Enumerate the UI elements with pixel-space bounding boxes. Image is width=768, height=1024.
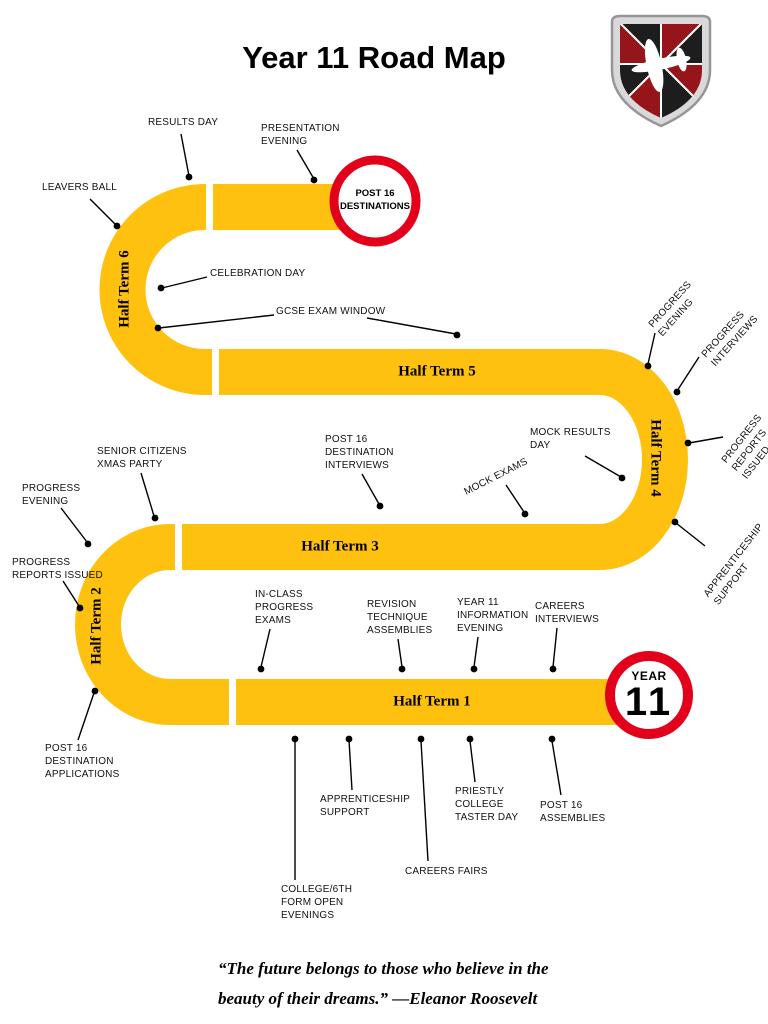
road-label-half-term-3: Half Term 3 <box>301 538 379 555</box>
leader-line <box>260 628 271 668</box>
milestone-senior-citizens-xmas-party: SENIOR CITIZENS XMAS PARTY <box>97 446 187 470</box>
road-label-half-term-4: Half Term 4 <box>647 419 664 497</box>
leader-dot <box>417 735 425 743</box>
milestone-post16-destination-interviews: POST 16 DESTINATION INTERVIEWS <box>325 434 394 471</box>
milestone-careers-interviews: CAREERS INTERVIEWS <box>535 601 600 625</box>
road-gap <box>229 678 236 726</box>
leader-line <box>348 739 353 791</box>
road-label-half-term-5: Half Term 5 <box>398 363 476 380</box>
leader-line <box>473 636 479 668</box>
leader-line <box>676 356 700 392</box>
page-title: Year 11 Road Map <box>242 40 506 75</box>
leader-line <box>158 314 275 329</box>
leader-dot <box>345 735 353 743</box>
leader-dots <box>76 173 692 743</box>
milestone-gcse-exam-window: GCSE EXAM WINDOW <box>276 306 386 317</box>
leader-dot <box>376 502 384 510</box>
leader-line <box>77 692 95 741</box>
leader-line <box>161 276 208 289</box>
leader-dot <box>521 510 529 518</box>
leader-line <box>505 484 525 513</box>
milestone-in-class-progress-exams: IN-CLASS PROGRESS EXAMS <box>255 589 314 626</box>
post16-destinations-sign-label: POST 16 DESTINATIONS <box>339 188 411 212</box>
school-crest-icon <box>610 14 712 128</box>
leader-line <box>551 740 562 796</box>
leader-line <box>89 198 117 226</box>
leader-dot <box>157 284 165 292</box>
milestone-careers-fairs: CAREERS FAIRS <box>405 866 488 877</box>
milestone-progress-reports-issued-ht2: PROGRESS REPORTS ISSUED <box>12 557 103 581</box>
year11-sign-label: YEAR 11 <box>624 669 674 724</box>
leader-dot <box>84 540 92 548</box>
milestone-year11-information-evening: YEAR 11 INFORMATION EVENING <box>457 597 529 634</box>
leader-line <box>60 507 88 543</box>
road-label-half-term-1: Half Term 1 <box>393 693 471 710</box>
leader-dot <box>470 665 478 673</box>
road-segment-gaps <box>175 183 236 726</box>
milestone-priestly-college-taster-day: PRIESTLY COLLEGE TASTER DAY <box>455 786 519 823</box>
leader-dot <box>76 604 84 612</box>
leader-dot <box>398 665 406 673</box>
milestone-post16-assemblies: POST 16 ASSEMBLIES <box>540 800 606 824</box>
leader-line <box>675 522 706 547</box>
milestone-post16-destination-applications: POST 16 DESTINATION APPLICATIONS <box>45 743 120 780</box>
leader-line <box>62 580 80 607</box>
milestone-apprenticeship-support-ht1: APPRENTICESHIP SUPPORT <box>320 794 411 818</box>
leader-line <box>647 332 656 365</box>
road-path <box>75 184 688 725</box>
leader-dot <box>91 687 99 695</box>
leader-dot <box>549 665 557 673</box>
leader-line <box>397 638 403 668</box>
leader-dot <box>618 474 626 482</box>
year11-sign-circle <box>605 651 693 739</box>
leader-line <box>296 149 315 180</box>
road-gap <box>206 183 213 231</box>
leader-dot <box>644 362 652 370</box>
leader-line <box>180 133 190 177</box>
milestone-results-day: RESULTS DAY <box>148 117 219 128</box>
year11-sign-number: 11 <box>624 680 674 724</box>
road-label-half-term-6: Half Term 6 <box>116 250 133 328</box>
leader-dot <box>113 222 121 230</box>
milestone-presentation-evening: PRESENTATION EVENING <box>261 123 340 147</box>
leader-line <box>552 627 558 668</box>
road-gap <box>212 348 219 396</box>
leader-line <box>361 473 380 505</box>
leader-dot <box>548 735 556 743</box>
leader-line <box>688 436 724 444</box>
leader-dot <box>151 514 159 522</box>
leader-dot <box>257 665 265 673</box>
road-gap <box>175 523 182 571</box>
leader-line <box>140 472 155 517</box>
leader-dot <box>466 735 474 743</box>
leader-dot <box>154 324 162 332</box>
leader-dot <box>310 176 318 184</box>
milestone-leavers-ball: LEAVERS BALL <box>42 182 118 193</box>
leader-dot <box>291 735 299 743</box>
crest-aircraft-icon <box>631 38 691 92</box>
leader-line <box>584 455 622 478</box>
leader-lines <box>60 133 724 880</box>
leader-dot <box>453 331 461 339</box>
milestone-celebration-day: CELEBRATION DAY <box>210 268 306 279</box>
leader-dot <box>684 439 692 447</box>
milestone-revision-technique-assemblies: REVISION TECHNIQUE ASSEMBLIES <box>367 599 433 636</box>
post16-destinations-sign-circle <box>329 155 421 247</box>
leader-line <box>420 740 429 862</box>
leader-line <box>366 317 457 335</box>
leader-dot <box>673 388 681 396</box>
year11-sign-word: YEAR <box>631 669 667 683</box>
footer-quote: “The future belongs to those who believe… <box>218 959 549 1008</box>
milestone-college-open-evenings: COLLEGE/6TH FORM OPEN EVENINGS <box>281 884 353 921</box>
leader-line <box>469 740 476 783</box>
leader-dot <box>671 518 679 526</box>
milestone-progress-evening-ht2: PROGRESS EVENING <box>22 483 81 507</box>
leader-dot <box>185 173 193 181</box>
road-label-half-term-2: Half Term 2 <box>88 587 105 665</box>
milestone-mock-results-day: MOCK RESULTS DAY <box>530 427 611 451</box>
